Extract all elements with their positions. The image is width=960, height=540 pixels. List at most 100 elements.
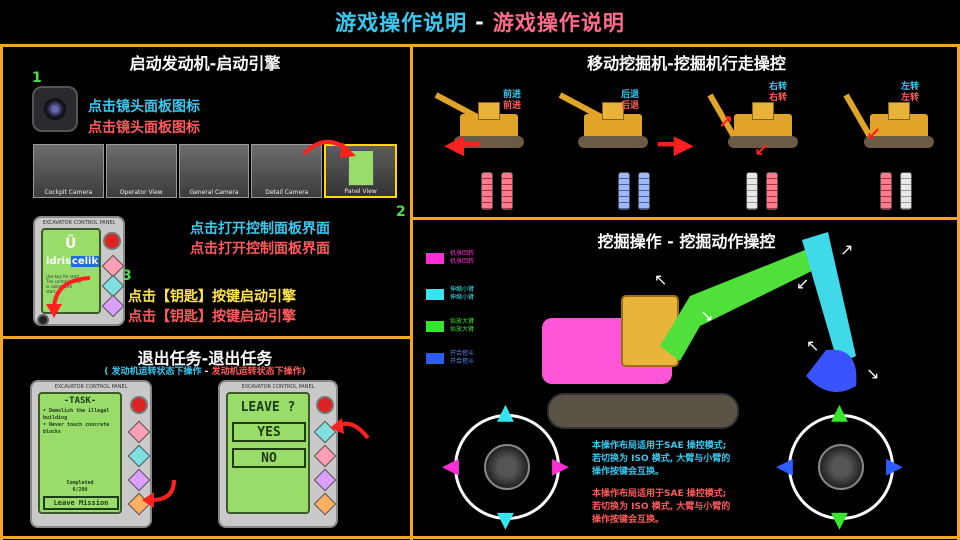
camera-strip: Cockpit Camera Operator View General Cam… [33,144,397,198]
label-forward: 前进前进 [502,90,521,111]
step-2-text-b: 点击打开控制面板界面 [190,241,330,257]
task-screen: -TASK- • Demolish the illegal building •… [38,392,122,514]
arrow-to-yes-icon [330,418,370,440]
step-2-text-a: 点击打开控制面板界面 [190,221,330,237]
step-3-text-a: 点击【钥匙】按键启动引擎 [128,289,296,305]
dig-section-title: 挖掘操作 - 挖掘动作操控 [597,232,776,251]
leave-red-button[interactable] [316,396,334,414]
camera-thumb-cockpit[interactable]: Cockpit Camera [33,144,104,198]
levers-turn-right [746,172,778,210]
leave-no-button[interactable]: NO [232,448,306,468]
left-joy-right-arrow-icon: ▶ [552,454,569,479]
leave-gem-4[interactable] [313,492,337,516]
exit-subtitle: ( 发动机运转状态下操作 - 发动机运转状态下操作) [104,367,306,377]
engine-section-title: 启动发动机-启动引擎 [129,54,281,73]
lever-left-icon [880,172,892,210]
motion-arrow-2-icon: ↙ [796,274,810,293]
levers-forward [481,172,513,210]
arrow-forward-icon: ◀━ [444,130,480,160]
lever-right-icon [501,172,513,210]
task-red-button[interactable] [130,396,148,414]
leave-gem-2[interactable] [313,444,337,468]
lever-right-icon [638,172,650,210]
motion-arrow-6-icon: ↘ [866,364,880,383]
frame-top [0,44,960,47]
arrow-turn-right-2-icon: ↗ [718,112,734,133]
title-left: 游戏操作说明 [335,11,468,35]
camera-thumb-general[interactable]: General Camera [178,144,250,198]
leave-gem-3[interactable] [313,468,337,492]
frame-right-mid [413,217,960,220]
title-sep: - [475,10,485,34]
frame-vertical [410,44,413,540]
label-backward: 后退后退 [620,90,639,111]
motion-arrow-4-icon: ↘ [700,306,714,325]
right-joy-up-arrow-icon: ▲ [831,400,848,425]
motion-arrow-3-icon: ↖ [654,270,668,289]
brand-logo-icon: Ü [65,236,77,252]
left-joy-left-arrow-icon: ◀ [442,454,459,479]
panel-screen: Ü idriscelik Use key for start The contr… [41,228,101,314]
excavator-diagram [542,232,857,429]
frame-left [0,44,3,540]
key-icon[interactable] [37,314,49,326]
panel-gem-3[interactable] [101,294,125,318]
leave-mission-button[interactable]: Leave Mission [43,496,119,510]
lever-left-icon [746,172,758,210]
lever-right-icon [900,172,912,210]
camera-thumb-operator[interactable]: Operator View [105,144,177,198]
arrow-to-key-icon [46,276,91,318]
exit-section-title: 退出任务-退出任务 [137,349,273,368]
step-1-text-a: 点击镜头面板图标 [88,99,200,115]
camera-thumb-panel[interactable]: Panel View [324,144,397,198]
motion-arrow-1-icon: ↗ [840,240,854,259]
arrow-to-leave-button-icon [142,479,176,508]
left-joy-down-arrow-icon: ▼ [497,508,514,533]
right-joy-down-arrow-icon: ▼ [831,508,848,533]
right-joy-right-arrow-icon: ▶ [886,454,903,479]
mode-note-1: 本操作布局适用于SAE 操控模式; 若切换为 ISO 模式, 大臂与小臂的 操作… [592,441,731,477]
leave-yes-button[interactable]: YES [232,422,306,442]
legend-bucket: 开合挖斗开合挖斗 [426,350,474,366]
label-turn-left: 左转左转 [900,82,919,103]
step-3-text-b: 点击【钥匙】按键启动引擎 [128,309,296,325]
frame-left-mid [0,336,410,339]
legend-swing: 机身回转机身回转 [426,250,474,266]
title-right: 游戏操作说明 [492,11,625,35]
task-gem-2[interactable] [127,444,151,468]
camera-thumb-detail[interactable]: Detail Camera [251,144,323,198]
right-joy-left-arrow-icon: ◀ [776,454,793,479]
task-list: • Demolish the illegal building • Never … [43,408,110,435]
step-1-text-b: 点击镜头面板图标 [88,120,200,136]
task-title: -TASK- [63,396,97,406]
leave-question: LEAVE ? [240,400,296,415]
task-completed-label: Completed [66,480,94,486]
leave-panel: EXCAVATOR CONTROL PANEL LEAVE ? YES NO [218,380,338,528]
mode-note-2: 本操作布局适用于SAE 操控模式; 若切换为 ISO 模式, 大臂与小臂的 操作… [592,489,731,525]
brand-name: idriscelik [46,256,100,267]
task-panel: EXCAVATOR CONTROL PANEL -TASK- • Demolis… [30,380,152,528]
left-joystick[interactable]: ▲ ▼ ◀ ▶ [442,402,572,532]
task-gem-1[interactable] [127,420,151,444]
lever-left-icon [481,172,493,210]
legend-arm: 伸缩小臂伸缩小臂 [426,286,474,302]
step-2-number: 2 [396,204,406,220]
leave-screen: LEAVE ? YES NO [226,392,310,514]
move-section-title: 移动挖掘机-挖掘机行走操控 [587,54,786,73]
frame-right [957,44,960,540]
levers-turn-left [880,172,912,210]
frame-bottom [0,536,960,539]
arrow-turn-right-icon: ↙ [754,140,770,161]
excavator-turn-left [840,84,950,154]
panel-instructions: Use key for start The control panel is c… [46,274,81,294]
levers-backward [618,172,650,210]
camera-icon[interactable] [32,86,78,132]
right-joystick[interactable]: ▲ ▼ ◀ ▶ [776,402,906,532]
arrow-to-panel-view-icon [302,140,356,158]
excavator-turn-right [704,84,814,154]
left-joy-up-arrow-icon: ▲ [497,400,514,425]
step-1-number: 1 [32,70,42,86]
panel-red-button[interactable] [103,232,121,250]
step-3-number: 3 [122,268,132,284]
excavator-forward [430,84,540,154]
